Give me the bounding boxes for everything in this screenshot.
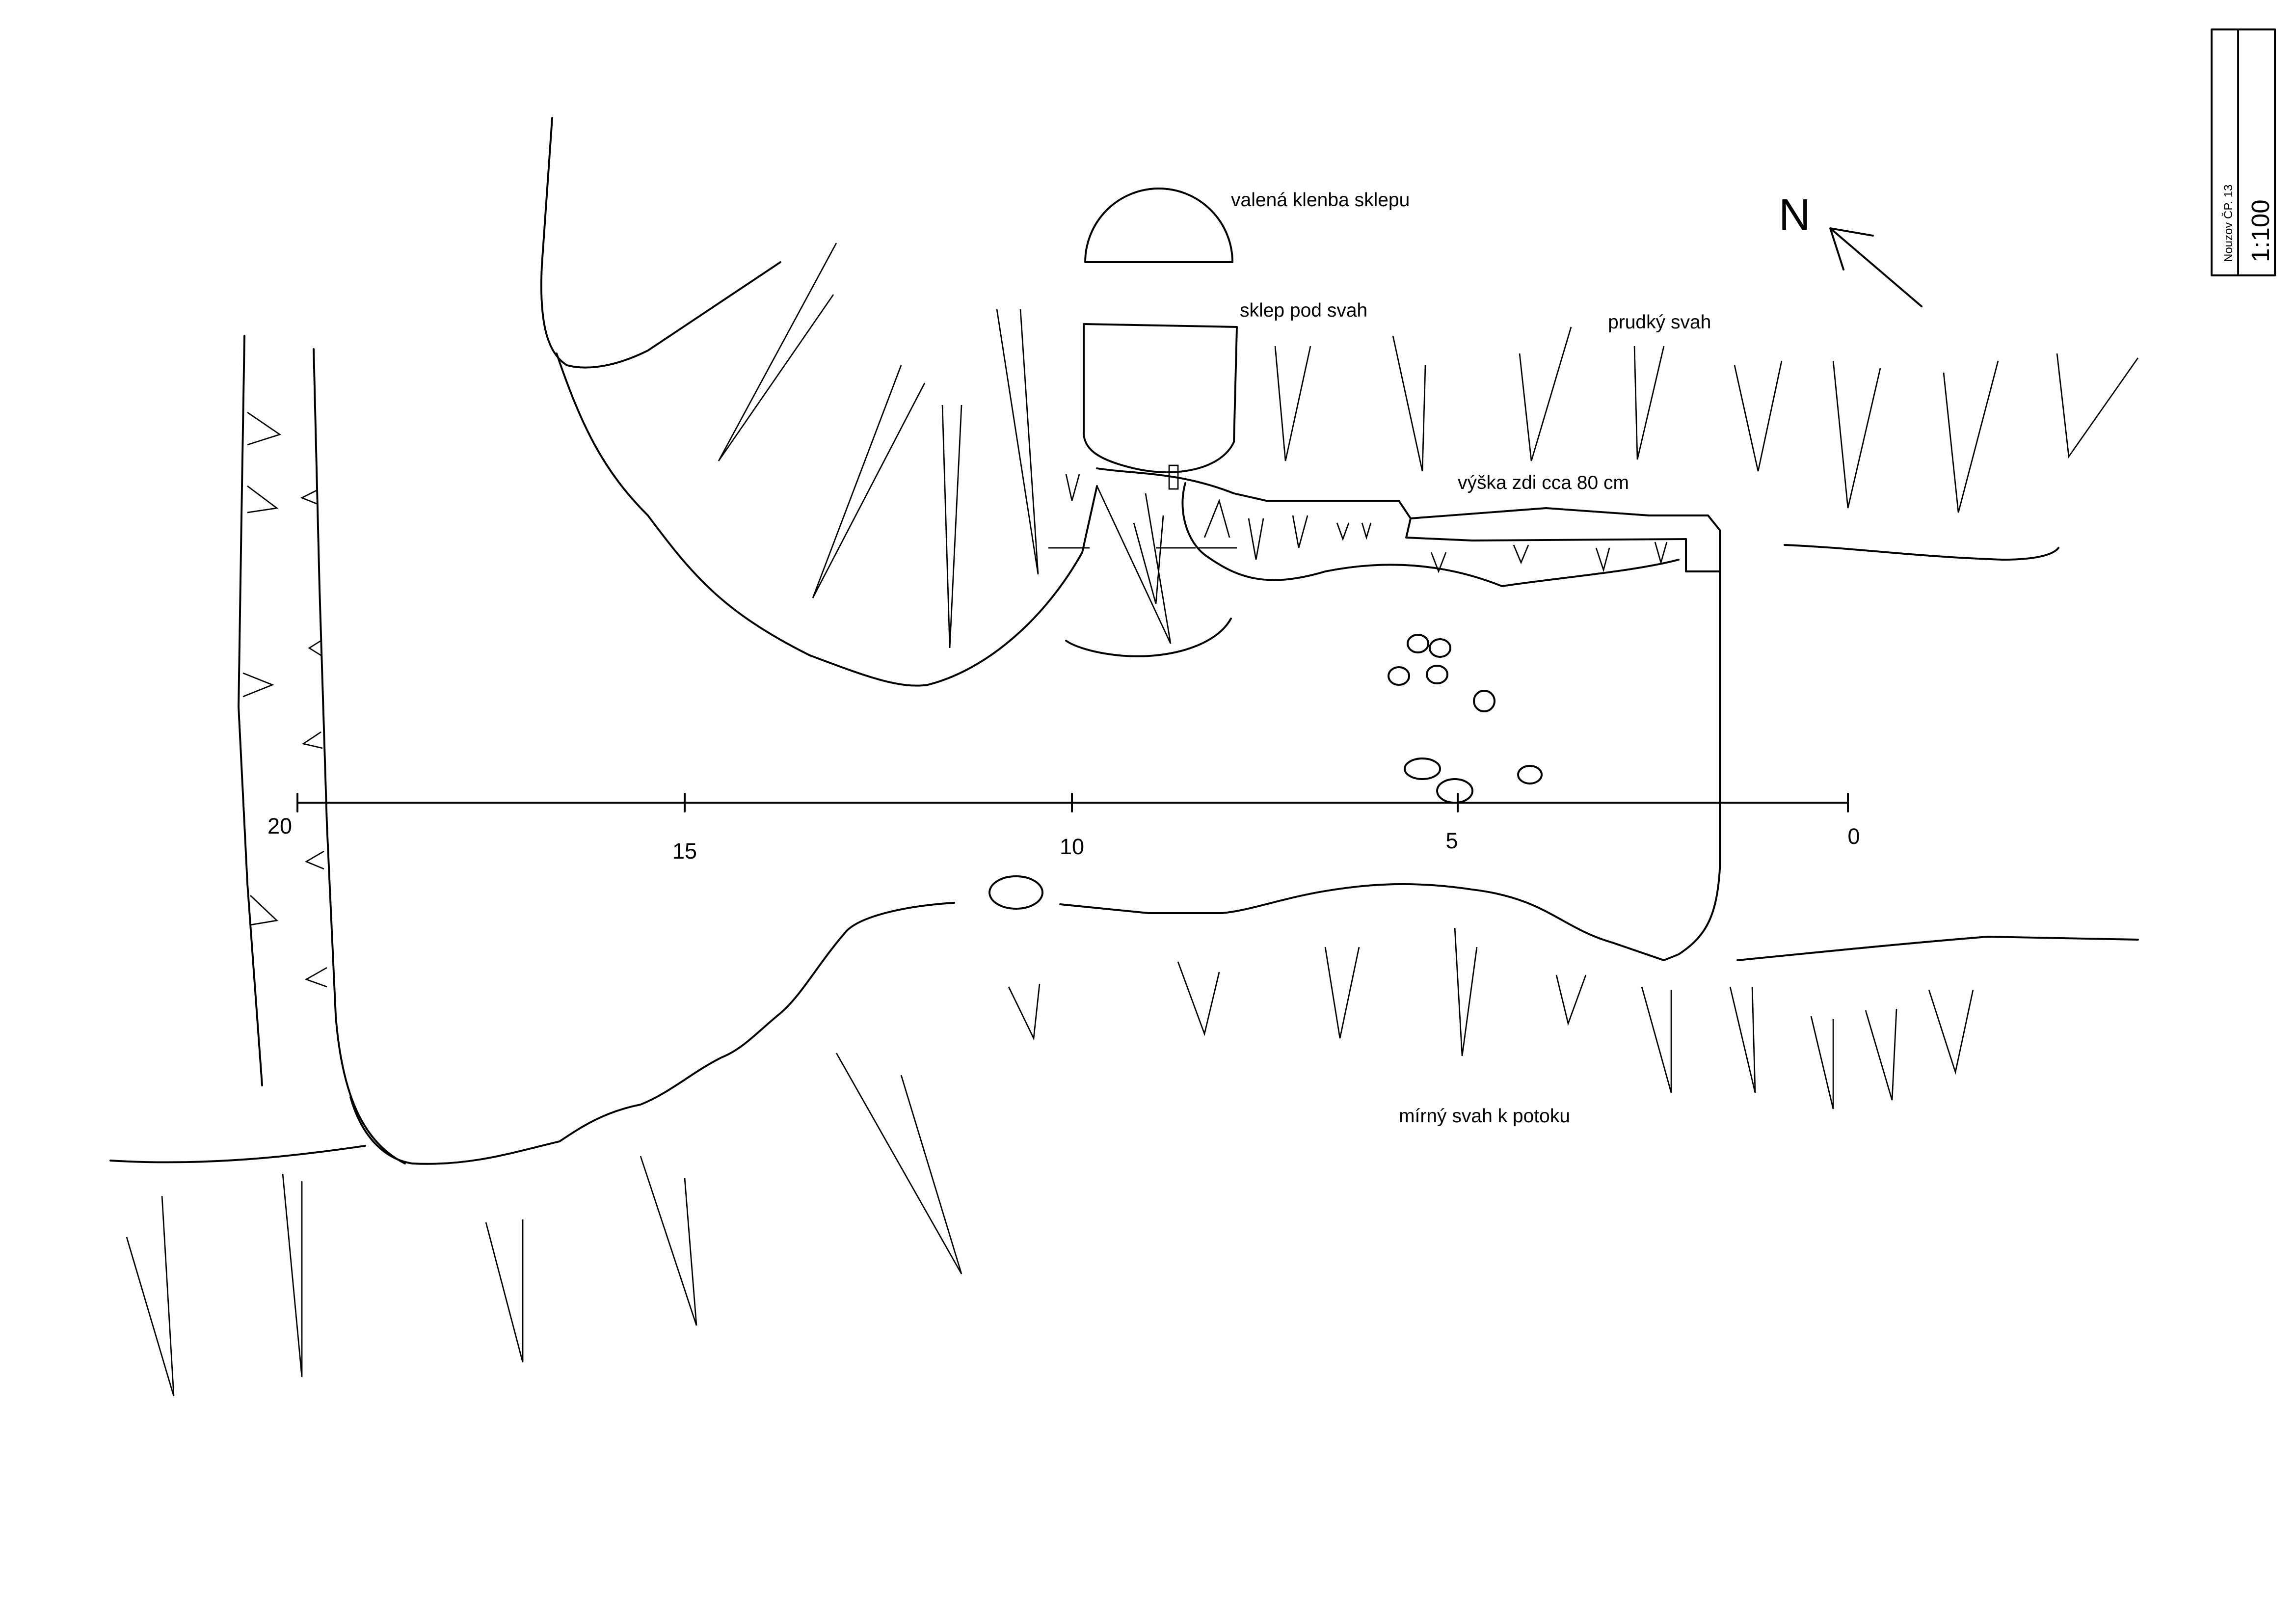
hachure-mark bbox=[1248, 518, 1264, 560]
wall-west-foot bbox=[1065, 618, 1232, 657]
hachure-mark bbox=[1008, 983, 1041, 1041]
road-edge-east bbox=[313, 348, 406, 1164]
hachure-mark bbox=[1943, 360, 1999, 513]
road-slope-triangle bbox=[301, 731, 323, 749]
hachure-mark bbox=[2056, 353, 2139, 459]
hachure-mark bbox=[1203, 498, 1230, 538]
hachure-mark bbox=[1324, 947, 1360, 1039]
scale-tick-label: 15 bbox=[672, 839, 697, 864]
scale-tick-label: 0 bbox=[1848, 824, 1860, 849]
road-slope-triangle bbox=[247, 485, 279, 514]
ground-south bbox=[349, 902, 955, 1165]
hachure-mark bbox=[640, 1156, 697, 1326]
hachure-mark bbox=[1865, 1008, 1897, 1101]
label-wall-height: výška zdi cca 80 cm bbox=[1458, 472, 1629, 493]
hachure-mark bbox=[835, 1053, 962, 1274]
road-slope-triangle bbox=[250, 895, 278, 926]
scale-tick-label: 10 bbox=[1060, 834, 1084, 859]
road-slope-triangle bbox=[247, 411, 282, 446]
hachure-mark bbox=[812, 365, 926, 598]
hachure-mark bbox=[1633, 346, 1665, 460]
road-edge-west bbox=[238, 335, 263, 1086]
north-arrow-icon: N bbox=[1779, 190, 1922, 307]
road-slope-triangle bbox=[305, 850, 324, 870]
hachure-mark bbox=[1430, 552, 1447, 573]
hachure-mark bbox=[941, 405, 962, 649]
cellar-entrance-mark bbox=[1168, 464, 1179, 490]
road-slope-marks bbox=[242, 411, 327, 988]
hachure-mark bbox=[1096, 486, 1172, 644]
road-slope-triangle bbox=[300, 489, 317, 505]
hachure-mark bbox=[718, 243, 837, 461]
wall-inner bbox=[1405, 517, 1721, 572]
cellar-outline bbox=[1083, 323, 1238, 473]
site-name: Nouzov ČP. 13 bbox=[2221, 185, 2235, 262]
scale-bar: 20 15 10 5 0 bbox=[267, 793, 1860, 864]
stream-line bbox=[109, 1145, 366, 1163]
wall-outer bbox=[1059, 467, 1721, 961]
hachure-mark bbox=[1832, 360, 1881, 509]
hachure-mark bbox=[282, 1173, 303, 1378]
hachure-mark bbox=[1729, 986, 1756, 1093]
cellar-slope-outline bbox=[540, 117, 781, 369]
label-vault: valená klenba sklepu bbox=[1231, 189, 1410, 211]
vault-section bbox=[1084, 188, 1233, 263]
hachure-mark bbox=[996, 309, 1039, 575]
title-block: Nouzov ČP. 13 1:100 bbox=[2211, 28, 2276, 276]
terrain-edge bbox=[556, 352, 1098, 687]
hachure-mark bbox=[1292, 515, 1308, 548]
hachure-mark bbox=[1734, 360, 1783, 472]
slope-hachures bbox=[126, 243, 2139, 1397]
hachure-mark bbox=[1555, 974, 1587, 1026]
stones bbox=[988, 634, 1543, 910]
scale-ratio: 1:100 bbox=[2246, 199, 2274, 262]
hachure-mark bbox=[1274, 346, 1311, 461]
label-gentle-slope: mírný svah k potoku bbox=[1399, 1106, 1570, 1127]
hachure-mark bbox=[1454, 927, 1478, 1056]
hachure-mark bbox=[1392, 335, 1426, 472]
hachure-mark bbox=[1810, 1016, 1834, 1109]
scale-tick-label: 5 bbox=[1446, 828, 1458, 853]
hachure-mark bbox=[1361, 522, 1372, 540]
scale-tick-label: 20 bbox=[267, 813, 292, 839]
hachure-mark bbox=[1595, 547, 1610, 572]
contour-north-east bbox=[1784, 544, 2059, 561]
hachure-mark bbox=[1928, 989, 1974, 1075]
road-slope-triangle bbox=[242, 672, 274, 698]
hachure-mark bbox=[1065, 474, 1080, 501]
road-slope-triangle bbox=[304, 967, 327, 988]
hachure-mark bbox=[1336, 522, 1350, 541]
wall-lower-edge bbox=[1181, 482, 1680, 587]
hachure-mark bbox=[1641, 986, 1672, 1093]
hachure-mark bbox=[1519, 326, 1572, 461]
road-slope-triangle bbox=[308, 640, 321, 656]
hachure-mark bbox=[1513, 544, 1529, 565]
label-cellar: sklep pod svah bbox=[1240, 300, 1367, 321]
hachure-mark bbox=[1133, 515, 1164, 604]
hachure-mark bbox=[1654, 541, 1668, 565]
hachure-mark bbox=[485, 1219, 524, 1363]
contour-south-east bbox=[1736, 936, 2139, 961]
label-steep-slope: prudký svah bbox=[1608, 312, 1711, 333]
hachure-mark bbox=[1177, 961, 1220, 1036]
north-label: N bbox=[1779, 190, 1811, 240]
hachure-mark bbox=[126, 1195, 175, 1397]
